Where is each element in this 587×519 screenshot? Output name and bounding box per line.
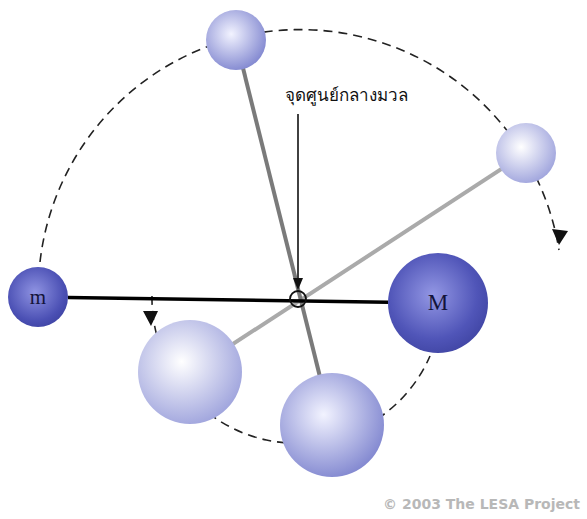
- mass-body: m: [8, 267, 68, 327]
- watermark: © 2003 The LESA Project: [381, 495, 582, 513]
- mass-body: M: [388, 253, 488, 353]
- ghost-large-body: [138, 320, 242, 424]
- leader-line: [297, 114, 299, 280]
- ghost-small-body: [206, 10, 266, 70]
- orbit-path: [40, 30, 559, 262]
- orbit-arrowhead: [552, 229, 568, 245]
- rod-connector: [68, 297, 388, 302]
- center-of-mass-ring: [290, 291, 306, 307]
- mass-symbol: m: [30, 285, 46, 310]
- ghost-small-body: [496, 123, 556, 183]
- orbit-arrowhead: [143, 311, 158, 326]
- center-of-mass-label: จุดศูนย์กลางมวล: [283, 80, 410, 109]
- leader-arrowhead: [293, 278, 303, 290]
- mass-symbol: M: [428, 290, 448, 316]
- ghost-large-body: [280, 373, 384, 477]
- ghost-rod: [190, 153, 526, 372]
